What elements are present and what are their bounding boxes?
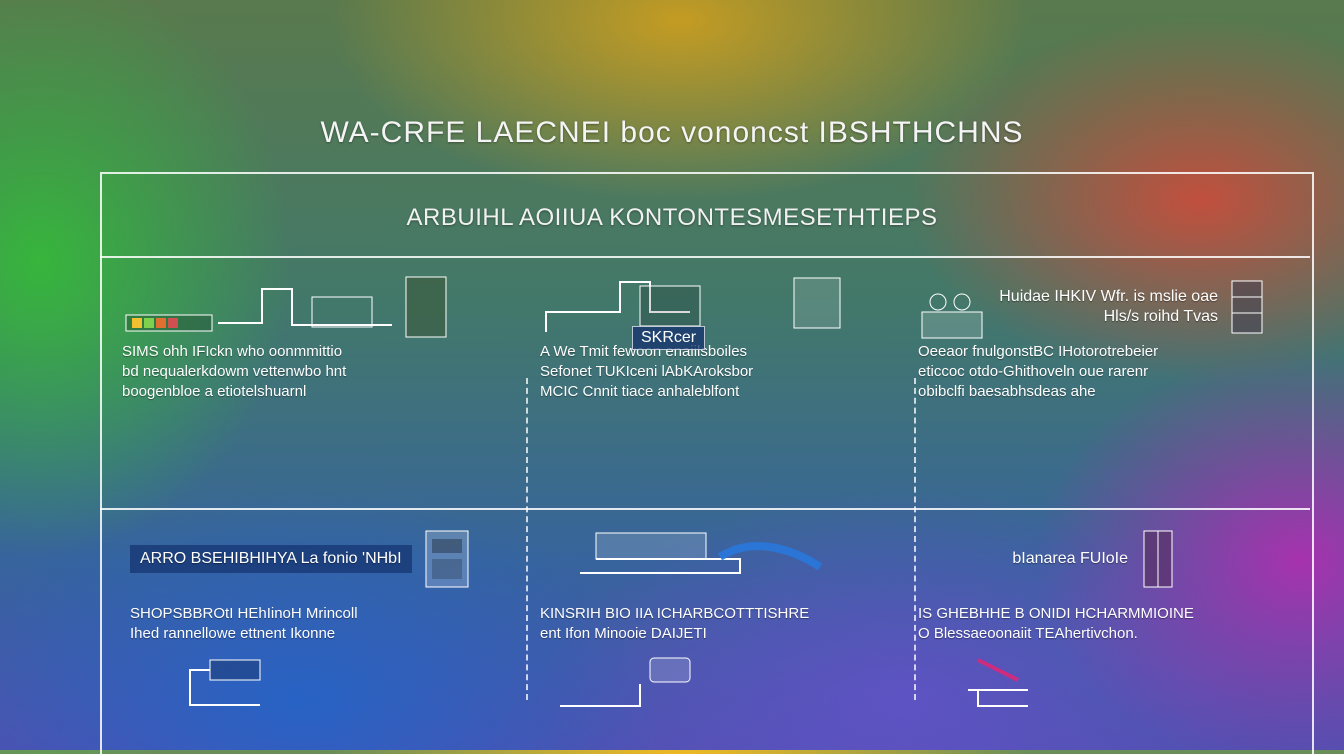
cell-2-line-1: A We Tmit fewoon enaiilsboiles <box>540 343 748 360</box>
table-frame <box>100 172 1314 754</box>
cell-5: KINSRIH BIO IIA ICHARBCOTTTISHRE ent Ifo… <box>540 524 910 715</box>
door-cabinet-icon <box>1143 530 1173 588</box>
cell-6-line-1: IS GHEBHHE B ONIDI HCHARMMIOINE <box>918 605 1194 622</box>
cell-1-line-3: boogenbloe a etiotelshuarnl <box>122 383 307 400</box>
cell-3-graphics: Huidae IHKIV Wfr. is mslie oae Hls/s roi… <box>918 272 1288 342</box>
cell-3-label: Huidae IHKIV Wfr. is mslie oae Hls/s roi… <box>999 288 1218 325</box>
column-divider-2 <box>914 378 916 700</box>
cell-2-line-2: Sefonet TUKIceni lAbKAroksbor <box>540 363 754 380</box>
cell-1-graphics <box>122 272 492 342</box>
page-title: WA-CRFE LAECNEI boc vononcst IBSHTHCHNS <box>320 116 1024 149</box>
valve-icon <box>560 657 691 707</box>
cell-2-line-3: MCIC Cnnit tiace anhaleblfont <box>540 383 740 400</box>
cell-4-text: SHOPSBBROtI HEhIinoH Mrincoll Ihed ranne… <box>130 604 500 644</box>
cell-6: bIanarea FUIoIe IS GHEBHHE B ONIDI HCHAR… <box>918 524 1288 715</box>
header-divider <box>100 256 1310 258</box>
lab-equipment-icon <box>921 293 983 339</box>
table-subtitle: ARBUIHL AOIIUA KONTONTESMESETHTIEPS <box>406 204 938 231</box>
cell-3-line-3: obibclfi baesabhsdeas ahe <box>918 383 1096 400</box>
cell-2-label: SKRcer <box>632 326 706 350</box>
tool-icon <box>968 658 1028 707</box>
cell-1: SIMS ohh IFIckn who oonmmittio bd nequal… <box>122 272 492 402</box>
cell-1-text: SIMS ohh IFIckn who oonmmittio bd nequal… <box>122 342 492 402</box>
cell-3-line-2: eticcoc otdo-Ghithoveln oue rarenr <box>918 363 1149 380</box>
cell-2-text: A We Tmit fewoon enaiilsboiles Sefonet T… <box>540 342 910 402</box>
cell-3-text: Oeeaor fnulgonstBC IHotorotrebeier eticc… <box>918 342 1288 402</box>
row-divider <box>100 508 1310 510</box>
cell-3: Huidae IHKIV Wfr. is mslie oae Hls/s roi… <box>918 272 1288 402</box>
cell-4-label: ARRO BSEHIBHIHYA La fonio 'NHbI <box>130 545 412 573</box>
cell-6-graphics: bIanarea FUIoIe <box>918 524 1288 594</box>
cell-4: ARRO BSEHIBHIHYA La fonio 'NHbI SHOPSBBR… <box>130 524 500 715</box>
cabinet-icon <box>1231 280 1263 334</box>
cell-5-text: KINSRIH BIO IIA ICHARBCOTTTISHRE ent Ifo… <box>540 604 910 644</box>
cell-4-line-2: Ihed rannellowe ettnent Ikonne <box>130 625 336 642</box>
cell-2-graphics <box>540 272 910 342</box>
cell-5-line-1: KINSRIH BIO IIA ICHARBCOTTTISHRE <box>540 605 810 622</box>
cell-1-line-1: SIMS ohh IFIckn who oonmmittio <box>122 343 343 360</box>
pipe-connector-icon <box>189 659 261 706</box>
cell-1-line-2: bd nequalerkdowm vettenwbo hnt <box>122 363 347 380</box>
machinery-icon <box>580 532 823 574</box>
monitor-panel-icon <box>425 530 469 588</box>
cell-4-graphics: ARRO BSEHIBHIHYA La fonio 'NHbI <box>130 524 500 594</box>
cell-6-line-2: O Blessaeoonaiit TEAhertivchon. <box>918 625 1138 642</box>
cell-4-line-1: SHOPSBBROtI HEhIinoH Mrincoll <box>130 605 358 622</box>
equipment-diagram-icon <box>125 276 447 338</box>
column-divider-1 <box>526 378 528 700</box>
cell-6-label: bIanarea FUIoIe <box>1012 550 1128 567</box>
cell-5-line-2: ent Ifon Minooie DAIJETI <box>540 625 707 642</box>
control-panel-icon <box>545 277 841 332</box>
cell-5-graphics <box>540 524 910 594</box>
cell-6-text: IS GHEBHHE B ONIDI HCHARMMIOINE O Blessa… <box>918 604 1288 644</box>
cell-2: SKRcer A We Tmit fewoon enaiilsboiles Se… <box>540 272 910 402</box>
cell-3-line-1: Oeeaor fnulgonstBC IHotorotrebeier <box>918 343 1159 360</box>
